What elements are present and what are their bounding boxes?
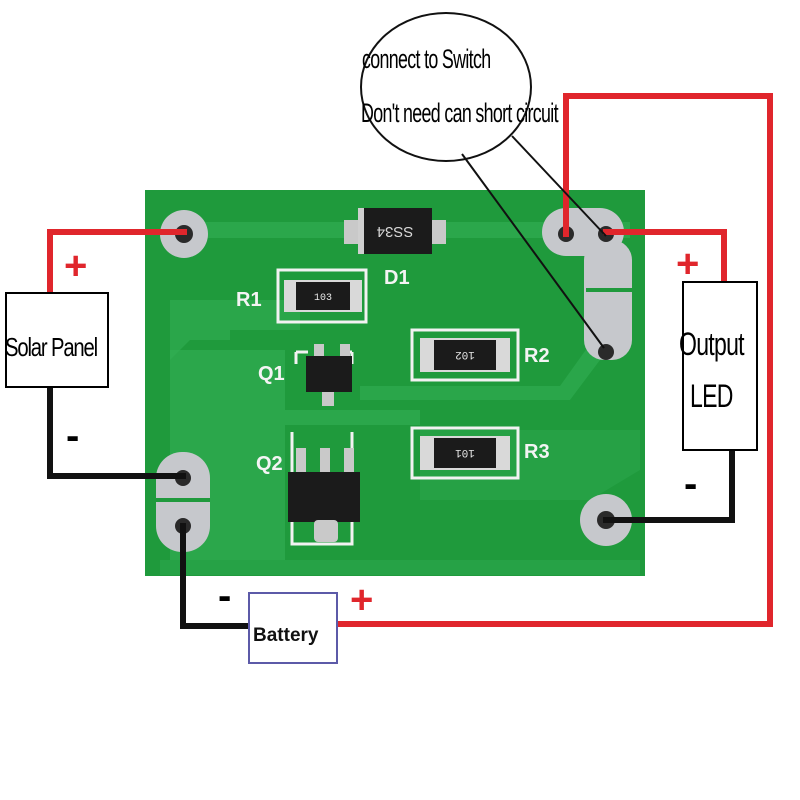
d1-cathode-band bbox=[358, 208, 364, 254]
led-label: LED bbox=[690, 378, 733, 414]
r2-marking: 102 bbox=[455, 348, 475, 360]
d1-marking: SS34 bbox=[377, 223, 414, 240]
label-q2: Q2 bbox=[256, 453, 283, 475]
r1-marking: 103 bbox=[314, 293, 332, 304]
solar-panel-label: Solar Panel bbox=[5, 332, 98, 362]
battery-box bbox=[248, 592, 338, 664]
solar-minus-sign: - bbox=[66, 414, 80, 458]
label-r3: R3 bbox=[524, 441, 550, 463]
r3-marking: 101 bbox=[455, 446, 475, 458]
output-led-box bbox=[682, 281, 758, 451]
output-label: Output bbox=[679, 326, 745, 362]
note-callout bbox=[360, 12, 532, 162]
label-r1: R1 bbox=[236, 289, 262, 311]
silkscreen-outlines bbox=[276, 268, 520, 546]
label-d1: D1 bbox=[384, 267, 410, 289]
pad-switch bbox=[542, 208, 632, 360]
d1-diode bbox=[358, 208, 432, 254]
negative-wires bbox=[47, 385, 735, 629]
positive-wires bbox=[47, 93, 773, 627]
battery-minus-sign: - bbox=[218, 574, 232, 618]
label-q1: Q1 bbox=[258, 363, 285, 385]
note-pointer-2 bbox=[461, 153, 605, 349]
note-line-1: connect to Switch bbox=[362, 44, 491, 74]
battery-plus-sign: + bbox=[350, 578, 374, 622]
note-line-2: Don't need can short circuit bbox=[361, 98, 559, 128]
note-pointer-1 bbox=[511, 135, 607, 237]
output-minus-sign: - bbox=[684, 462, 698, 506]
output-plus-sign: + bbox=[676, 242, 700, 286]
label-r2: R2 bbox=[524, 345, 550, 367]
solar-plus-sign: + bbox=[64, 244, 88, 288]
solar-panel-box bbox=[5, 292, 109, 388]
q2-transistor bbox=[288, 472, 360, 522]
q1-transistor bbox=[306, 356, 352, 392]
pcb-traces bbox=[160, 222, 640, 575]
battery-label: Battery bbox=[253, 625, 319, 646]
